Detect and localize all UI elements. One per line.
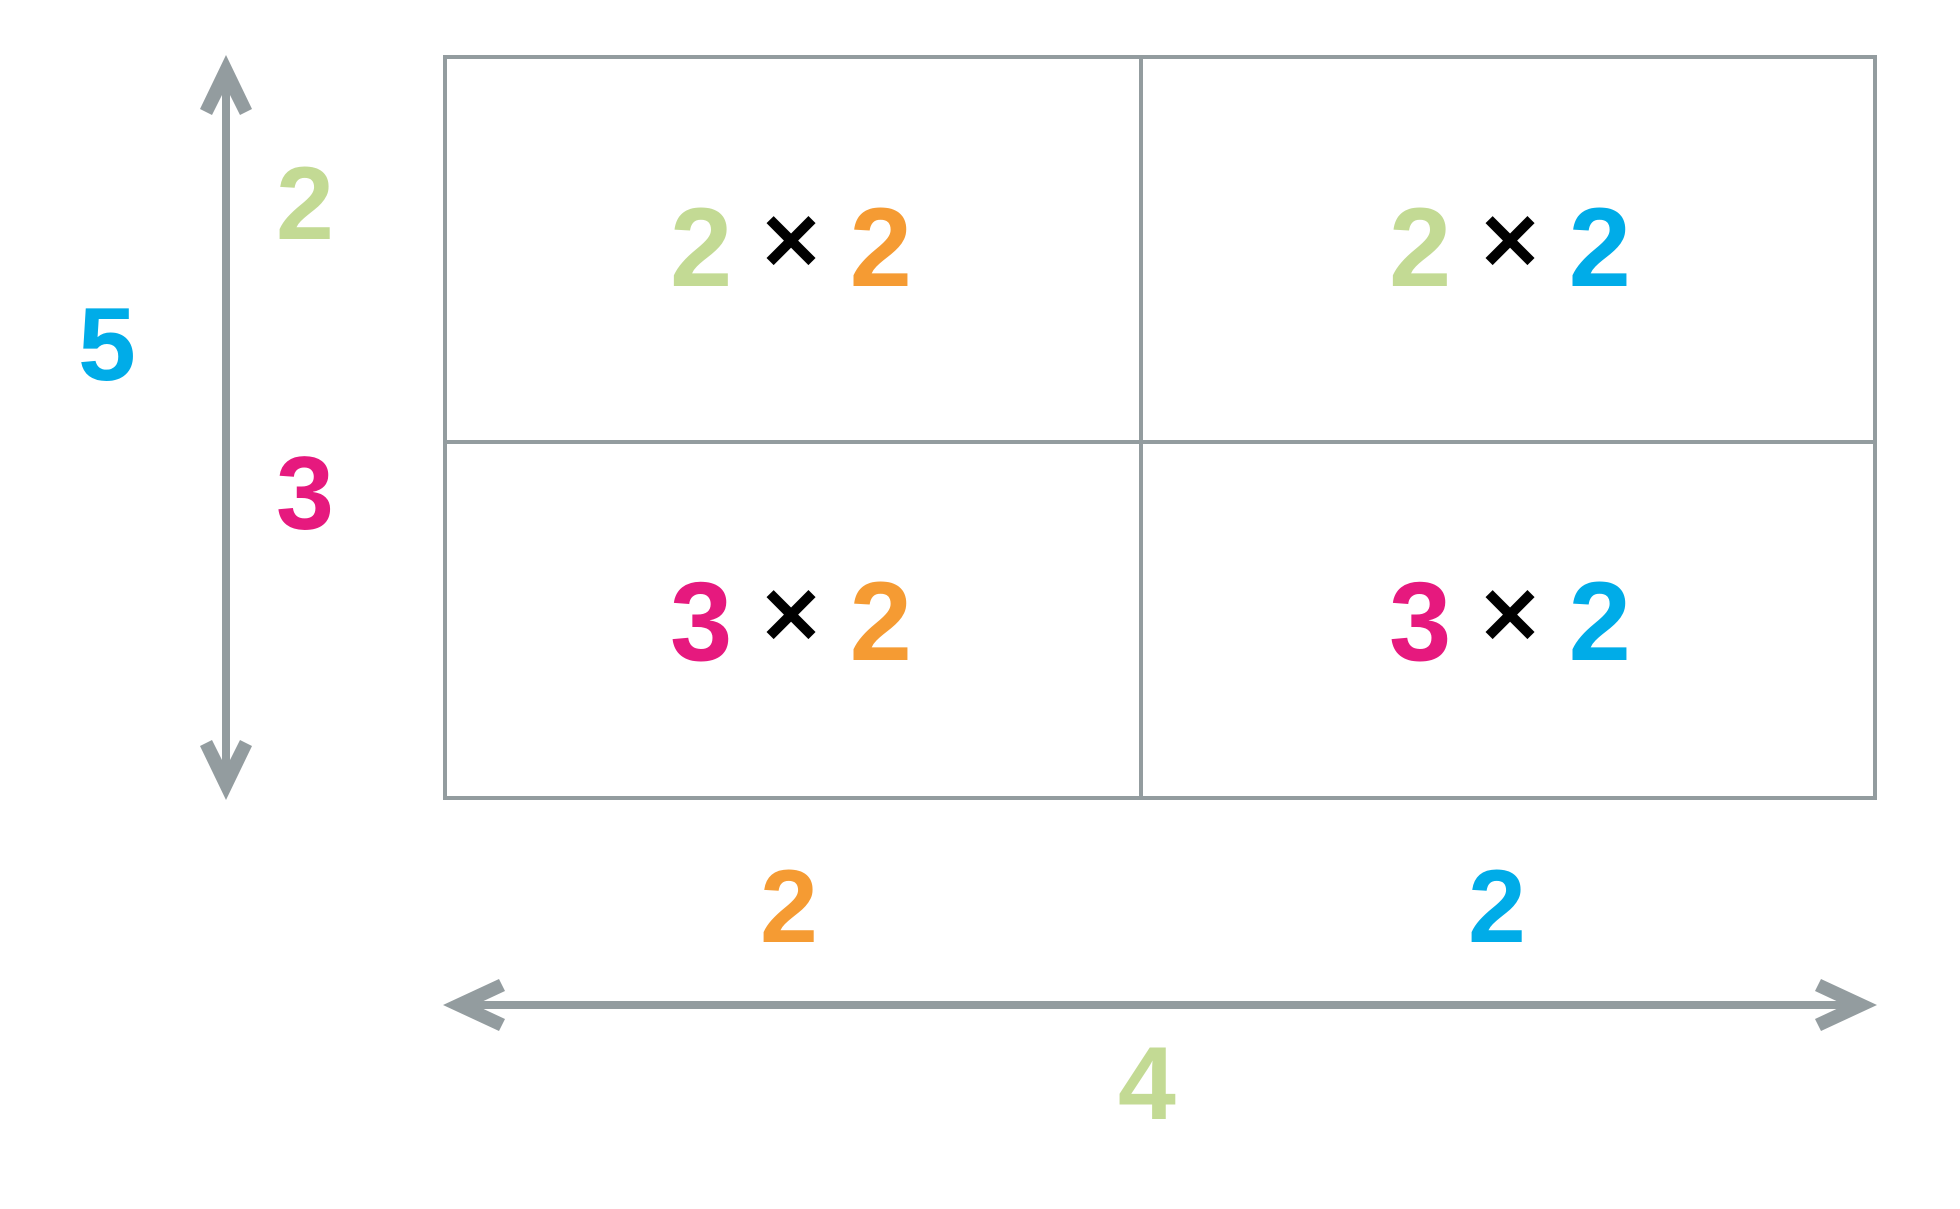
- multiplication-sign-icon: ✕: [1477, 197, 1543, 286]
- cell-top-right-right-factor: 2: [1568, 184, 1631, 310]
- cell-top-left-right-factor: 2: [849, 184, 912, 310]
- cell-bottom-right: 3 ✕ 2: [1143, 444, 1877, 800]
- cell-bottom-left-right-factor: 2: [849, 559, 912, 684]
- grid-vertical-divider: [1139, 55, 1143, 800]
- multiplication-sign-icon: ✕: [1477, 572, 1543, 660]
- cell-top-right: 2 ✕ 2: [1143, 55, 1877, 440]
- horizontal-segment-label-right: 2: [1468, 849, 1526, 965]
- horizontal-dimension-arrow: [443, 975, 1877, 1035]
- cell-bottom-right-right-factor: 2: [1568, 559, 1631, 684]
- vertical-segment-label-top: 2: [276, 146, 334, 262]
- vertical-segment-label-bottom: 3: [276, 436, 334, 552]
- cell-top-left: 2 ✕ 2: [443, 55, 1139, 440]
- horizontal-total-label: 4: [1118, 1026, 1176, 1142]
- grid-horizontal-divider: [443, 440, 1877, 444]
- vertical-dimension-arrow: [200, 55, 252, 800]
- cell-top-left-left-factor: 2: [670, 184, 733, 310]
- cell-bottom-left: 3 ✕ 2: [443, 444, 1139, 800]
- horizontal-segment-label-left: 2: [760, 849, 818, 965]
- cell-top-right-left-factor: 2: [1389, 184, 1452, 310]
- cell-bottom-left-left-factor: 3: [670, 559, 733, 684]
- multiplication-sign-icon: ✕: [758, 197, 824, 286]
- multiplication-sign-icon: ✕: [758, 572, 824, 660]
- vertical-total-label: 5: [78, 287, 136, 403]
- cell-bottom-right-left-factor: 3: [1389, 559, 1452, 684]
- area-model-grid: [443, 55, 1877, 800]
